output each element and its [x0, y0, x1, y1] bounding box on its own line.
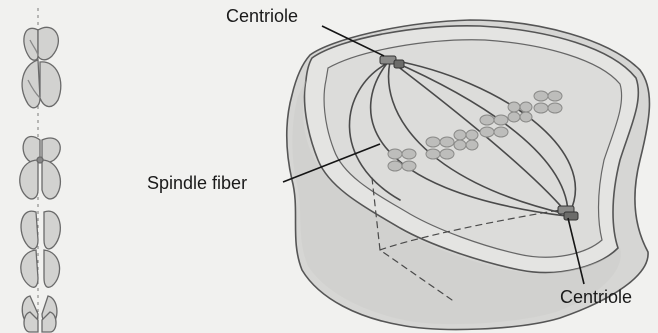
chromosome-column	[20, 8, 61, 332]
cell-body	[287, 20, 650, 329]
chromosome-stage-4	[22, 296, 57, 332]
label-centriole-top: Centriole	[226, 6, 298, 26]
label-spindle-fiber: Spindle fiber	[147, 173, 247, 193]
chromosome-stage-3	[21, 211, 61, 287]
label-centriole-bottom: Centriole	[560, 287, 632, 307]
chromosome-stage-1	[22, 27, 61, 107]
chromosome-stage-2	[20, 137, 61, 199]
